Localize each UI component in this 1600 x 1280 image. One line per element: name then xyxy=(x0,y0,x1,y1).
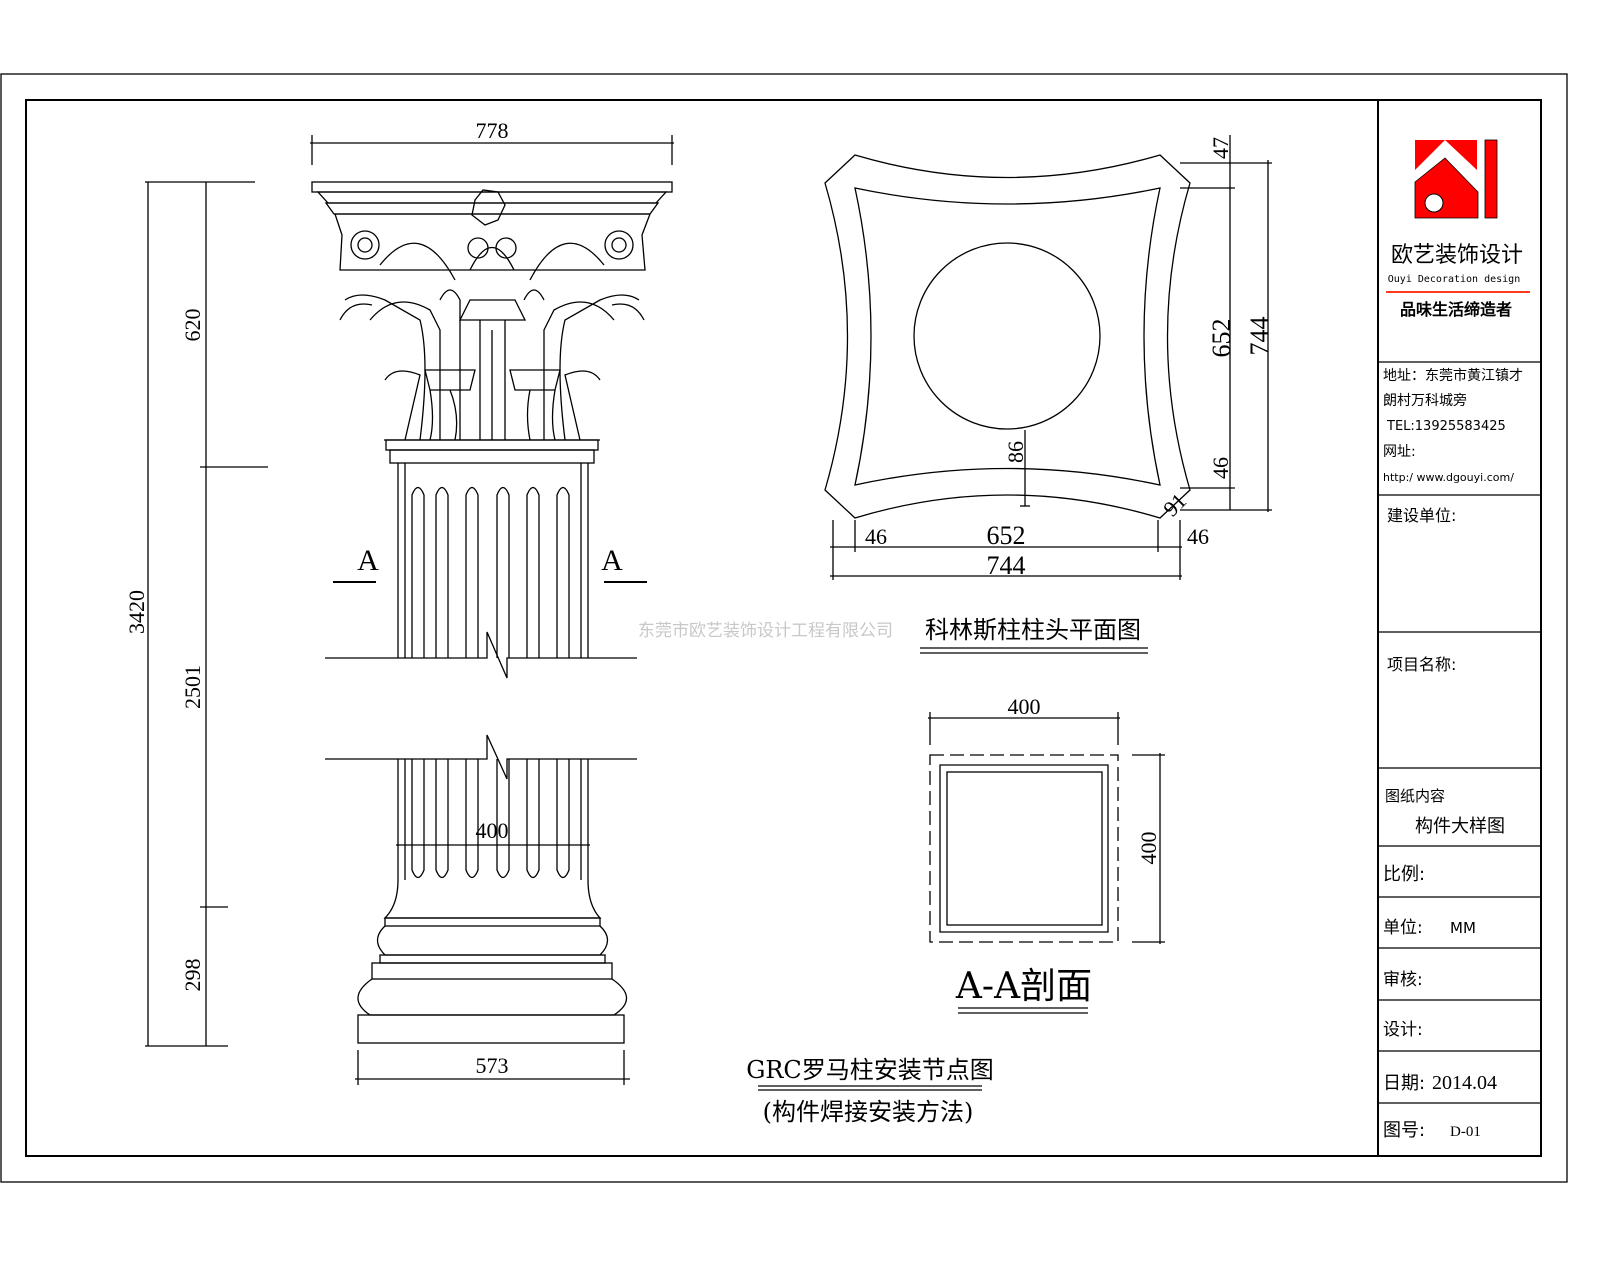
dim-plan-outer: 744 xyxy=(1245,317,1274,356)
date-label: 日期: xyxy=(1383,1073,1425,1094)
column-shaft-lower: 400 573 xyxy=(325,734,637,1085)
content-value: 构件大样图 xyxy=(1415,816,1505,837)
inner-frame xyxy=(25,99,1542,1157)
date-value: 2014.04 xyxy=(1432,1072,1497,1094)
capital-plan: 47 652 744 46 86 91 46 652 46 744 科林斯柱柱头… xyxy=(824,135,1274,654)
dim-plan-bottom-right: 46 xyxy=(1187,524,1209,549)
project-label: 项目名称: xyxy=(1387,655,1456,674)
plan-circle xyxy=(913,242,1101,430)
outer-frame xyxy=(0,73,1568,1183)
company-slogan: 品味生活缔造者 xyxy=(1400,300,1512,319)
content-label: 图纸内容 xyxy=(1385,787,1445,805)
address-line2: 朗村万科城旁 xyxy=(1383,392,1467,409)
drawing-no-label: 图号: xyxy=(1383,1120,1425,1141)
unit-value: MM xyxy=(1450,919,1476,937)
break-line-bottom xyxy=(325,734,637,780)
elevation-subtitle: (构件焊接安装方法) xyxy=(763,1098,974,1126)
section-aa: 400 400 A-A剖面 xyxy=(928,694,1165,1014)
dim-plan-bottom-offset: 46 xyxy=(1208,457,1233,479)
company-name: 欧艺装饰设计 xyxy=(1391,243,1523,268)
dim-shaft-height: 2501 xyxy=(180,665,205,709)
dim-shaft-width: 400 xyxy=(476,818,509,843)
dim-base-height: 298 xyxy=(180,959,205,992)
design-label: 设计: xyxy=(1383,1020,1423,1040)
dim-plan-bottom-inner: 652 xyxy=(987,521,1026,550)
client-label: 建设单位: xyxy=(1387,506,1456,525)
dim-capital-height: 620 xyxy=(180,309,205,342)
column-elevation: 778 620 3420 2501 298 xyxy=(124,118,994,1126)
company-name-en: Ouyi Decoration design xyxy=(1388,274,1520,285)
dim-top-width: 778 xyxy=(476,118,509,143)
drawing-no-value: D-01 xyxy=(1450,1124,1481,1140)
website-url[interactable]: http:/ www.dgouyi.com/ xyxy=(1383,471,1514,484)
scale-label: 比例: xyxy=(1383,864,1425,885)
telephone: TEL:13925583425 xyxy=(1386,419,1506,434)
address-line1: 地址：东莞市黄江镇才 xyxy=(1383,367,1523,384)
review-label: 审核: xyxy=(1383,970,1423,990)
column-shaft-upper xyxy=(325,463,637,679)
break-line-top xyxy=(325,631,637,679)
website-label: 网址: xyxy=(1383,444,1416,460)
corinthian-capital xyxy=(311,181,673,464)
section-mark-right: A xyxy=(601,544,623,577)
dim-section-width: 400 xyxy=(1008,694,1041,719)
elevation-title: GRC罗马柱安装节点图 xyxy=(746,1056,994,1084)
dim-plan-bottom-outer: 744 xyxy=(987,551,1026,580)
dim-plan-top-offset: 47 xyxy=(1208,137,1233,159)
plan-title: 科林斯柱柱头平面图 xyxy=(925,616,1141,644)
company-logo xyxy=(1414,139,1498,219)
section-mark-left: A xyxy=(357,544,379,577)
dim-base-width: 573 xyxy=(476,1053,509,1078)
dim-plan-inner: 652 xyxy=(1207,319,1236,358)
title-block: 欧艺装饰设计 Ouyi Decoration design 品味生活缔造者 地址… xyxy=(1377,100,1541,1156)
watermark: 东莞市欧艺装饰设计工程有限公司 xyxy=(638,621,893,641)
dim-section-height: 400 xyxy=(1136,832,1161,865)
dim-plan-bottom-left: 46 xyxy=(865,524,887,549)
dim-plan-center-offset: 86 xyxy=(1003,441,1028,463)
section-title: A-A剖面 xyxy=(955,966,1092,1007)
unit-label: 单位: xyxy=(1383,918,1423,938)
dim-total-height: 3420 xyxy=(124,590,149,634)
